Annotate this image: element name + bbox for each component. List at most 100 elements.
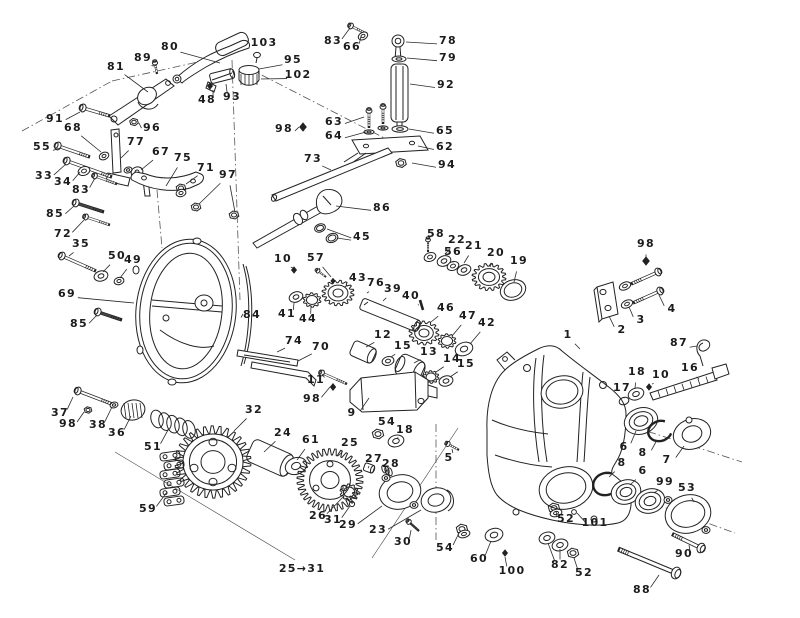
- part-label-34: 34: [54, 175, 72, 188]
- part-label-25: 25: [341, 436, 359, 449]
- part-label-12: 12: [374, 328, 392, 341]
- leader-line-52: [573, 557, 578, 570]
- leader-line-19: [513, 271, 517, 283]
- leader-line-14: [435, 366, 444, 373]
- leader-line-68: [80, 135, 102, 153]
- leader-line-1: [574, 343, 581, 350]
- bracket-and-block: [236, 349, 438, 413]
- leader-line-15: [390, 353, 396, 358]
- leader-line-52: [555, 510, 558, 517]
- part-label-49: 49: [124, 253, 142, 266]
- leader-line-95: [258, 64, 283, 70]
- part-label-60: 60: [470, 552, 488, 565]
- leader-line-7: [675, 445, 685, 458]
- part-label-64: 64: [325, 129, 343, 142]
- part-label-95: 95: [284, 53, 302, 66]
- leader-line-10: [290, 266, 294, 269]
- part-label-3: 3: [637, 313, 646, 326]
- leader-line-35: [68, 252, 74, 257]
- part-label-7: 7: [663, 453, 672, 466]
- leader-line-91: [65, 111, 81, 120]
- leader-line-32: [233, 418, 247, 432]
- part-label-59: 59: [139, 502, 157, 515]
- leader-line-45: [336, 237, 352, 241]
- part-label-4: 4: [668, 302, 677, 315]
- gear-cluster: [288, 236, 527, 387]
- part-label-84: 84: [243, 308, 261, 321]
- leader-line-85: [65, 205, 75, 215]
- part-label-47: 47: [459, 309, 477, 322]
- leader-line-30: [409, 529, 412, 539]
- part-label-65: 65: [436, 124, 454, 137]
- part-label-89: 89: [134, 51, 152, 64]
- leader-line-50: [102, 264, 111, 273]
- part-label-13: 13: [420, 345, 438, 358]
- part-label-6: 6: [639, 464, 648, 477]
- part-label-30: 30: [394, 535, 412, 548]
- part-label-46: 46: [437, 301, 455, 314]
- leader-line-73: [321, 165, 332, 171]
- part-label-81: 81: [107, 60, 125, 73]
- leader-line-71: [185, 175, 198, 185]
- part-label-22: 22: [448, 233, 466, 246]
- leader-line-55: [52, 147, 61, 151]
- leader-line-96: [138, 122, 142, 129]
- leader-line-65: [408, 128, 435, 134]
- leader-line-20: [489, 262, 493, 268]
- part-label-98: 98: [275, 122, 293, 135]
- leader-line-36: [123, 415, 132, 430]
- part-label-71: 71: [197, 161, 215, 174]
- part-label-16: 16: [681, 361, 699, 374]
- part-label-98: 98: [59, 417, 77, 430]
- part-label-99: 99: [656, 475, 674, 488]
- part-label-44: 44: [299, 312, 317, 325]
- leader-line-43: [343, 284, 350, 288]
- part-label-90: 90: [675, 547, 693, 560]
- leader-line-100: [504, 556, 508, 567]
- part-label-53: 53: [678, 481, 696, 494]
- leader-line-18: [634, 382, 637, 389]
- leader-line-87: [689, 345, 698, 348]
- leader-line-23: [387, 509, 422, 530]
- leader-line-26: [326, 495, 345, 515]
- part-label-98: 98: [303, 392, 321, 405]
- leader-line-42: [469, 331, 481, 345]
- leader-line-90: [688, 544, 691, 550]
- part-label-80: 80: [161, 40, 179, 53]
- leader-line-98: [294, 126, 300, 132]
- part-label-97: 97: [219, 168, 237, 181]
- part-label-91: 91: [46, 112, 64, 125]
- part-label-50: 50: [108, 249, 126, 262]
- leader-line-82: [547, 542, 555, 561]
- part-label-39: 39: [384, 282, 402, 295]
- leader-line-11: [321, 373, 325, 378]
- leader-line-22: [444, 248, 451, 255]
- leader-line-57: [318, 267, 321, 271]
- part-label-94: 94: [438, 158, 456, 171]
- part-label-62: 62: [436, 140, 454, 153]
- part-label-35: 35: [72, 237, 90, 250]
- leader-line-74: [276, 347, 286, 353]
- part-label-102: 102: [285, 68, 312, 81]
- leader-line-15: [449, 371, 458, 378]
- leader-line-93: [225, 83, 228, 93]
- leader-line-79: [406, 57, 438, 62]
- part-label-85: 85: [46, 207, 64, 220]
- leader-line-57: [322, 266, 332, 278]
- part-label-72: 72: [54, 227, 72, 240]
- leader-line-31: [341, 505, 351, 518]
- part-label-78: 78: [439, 34, 457, 47]
- leader-line-98: [321, 386, 331, 398]
- part-label-52: 52: [575, 566, 593, 579]
- part-label-40: 40: [402, 289, 420, 302]
- part-label-11: 11: [307, 373, 325, 386]
- part-label-103: 103: [251, 36, 278, 49]
- leader-line-47: [451, 324, 462, 337]
- part-label-15: 15: [394, 339, 412, 352]
- leader-line-12: [365, 342, 375, 348]
- leader-line-98: [76, 411, 85, 423]
- part-label-43: 43: [349, 271, 367, 284]
- part-label-98: 98: [637, 237, 655, 250]
- part-label-54: 54: [378, 415, 396, 428]
